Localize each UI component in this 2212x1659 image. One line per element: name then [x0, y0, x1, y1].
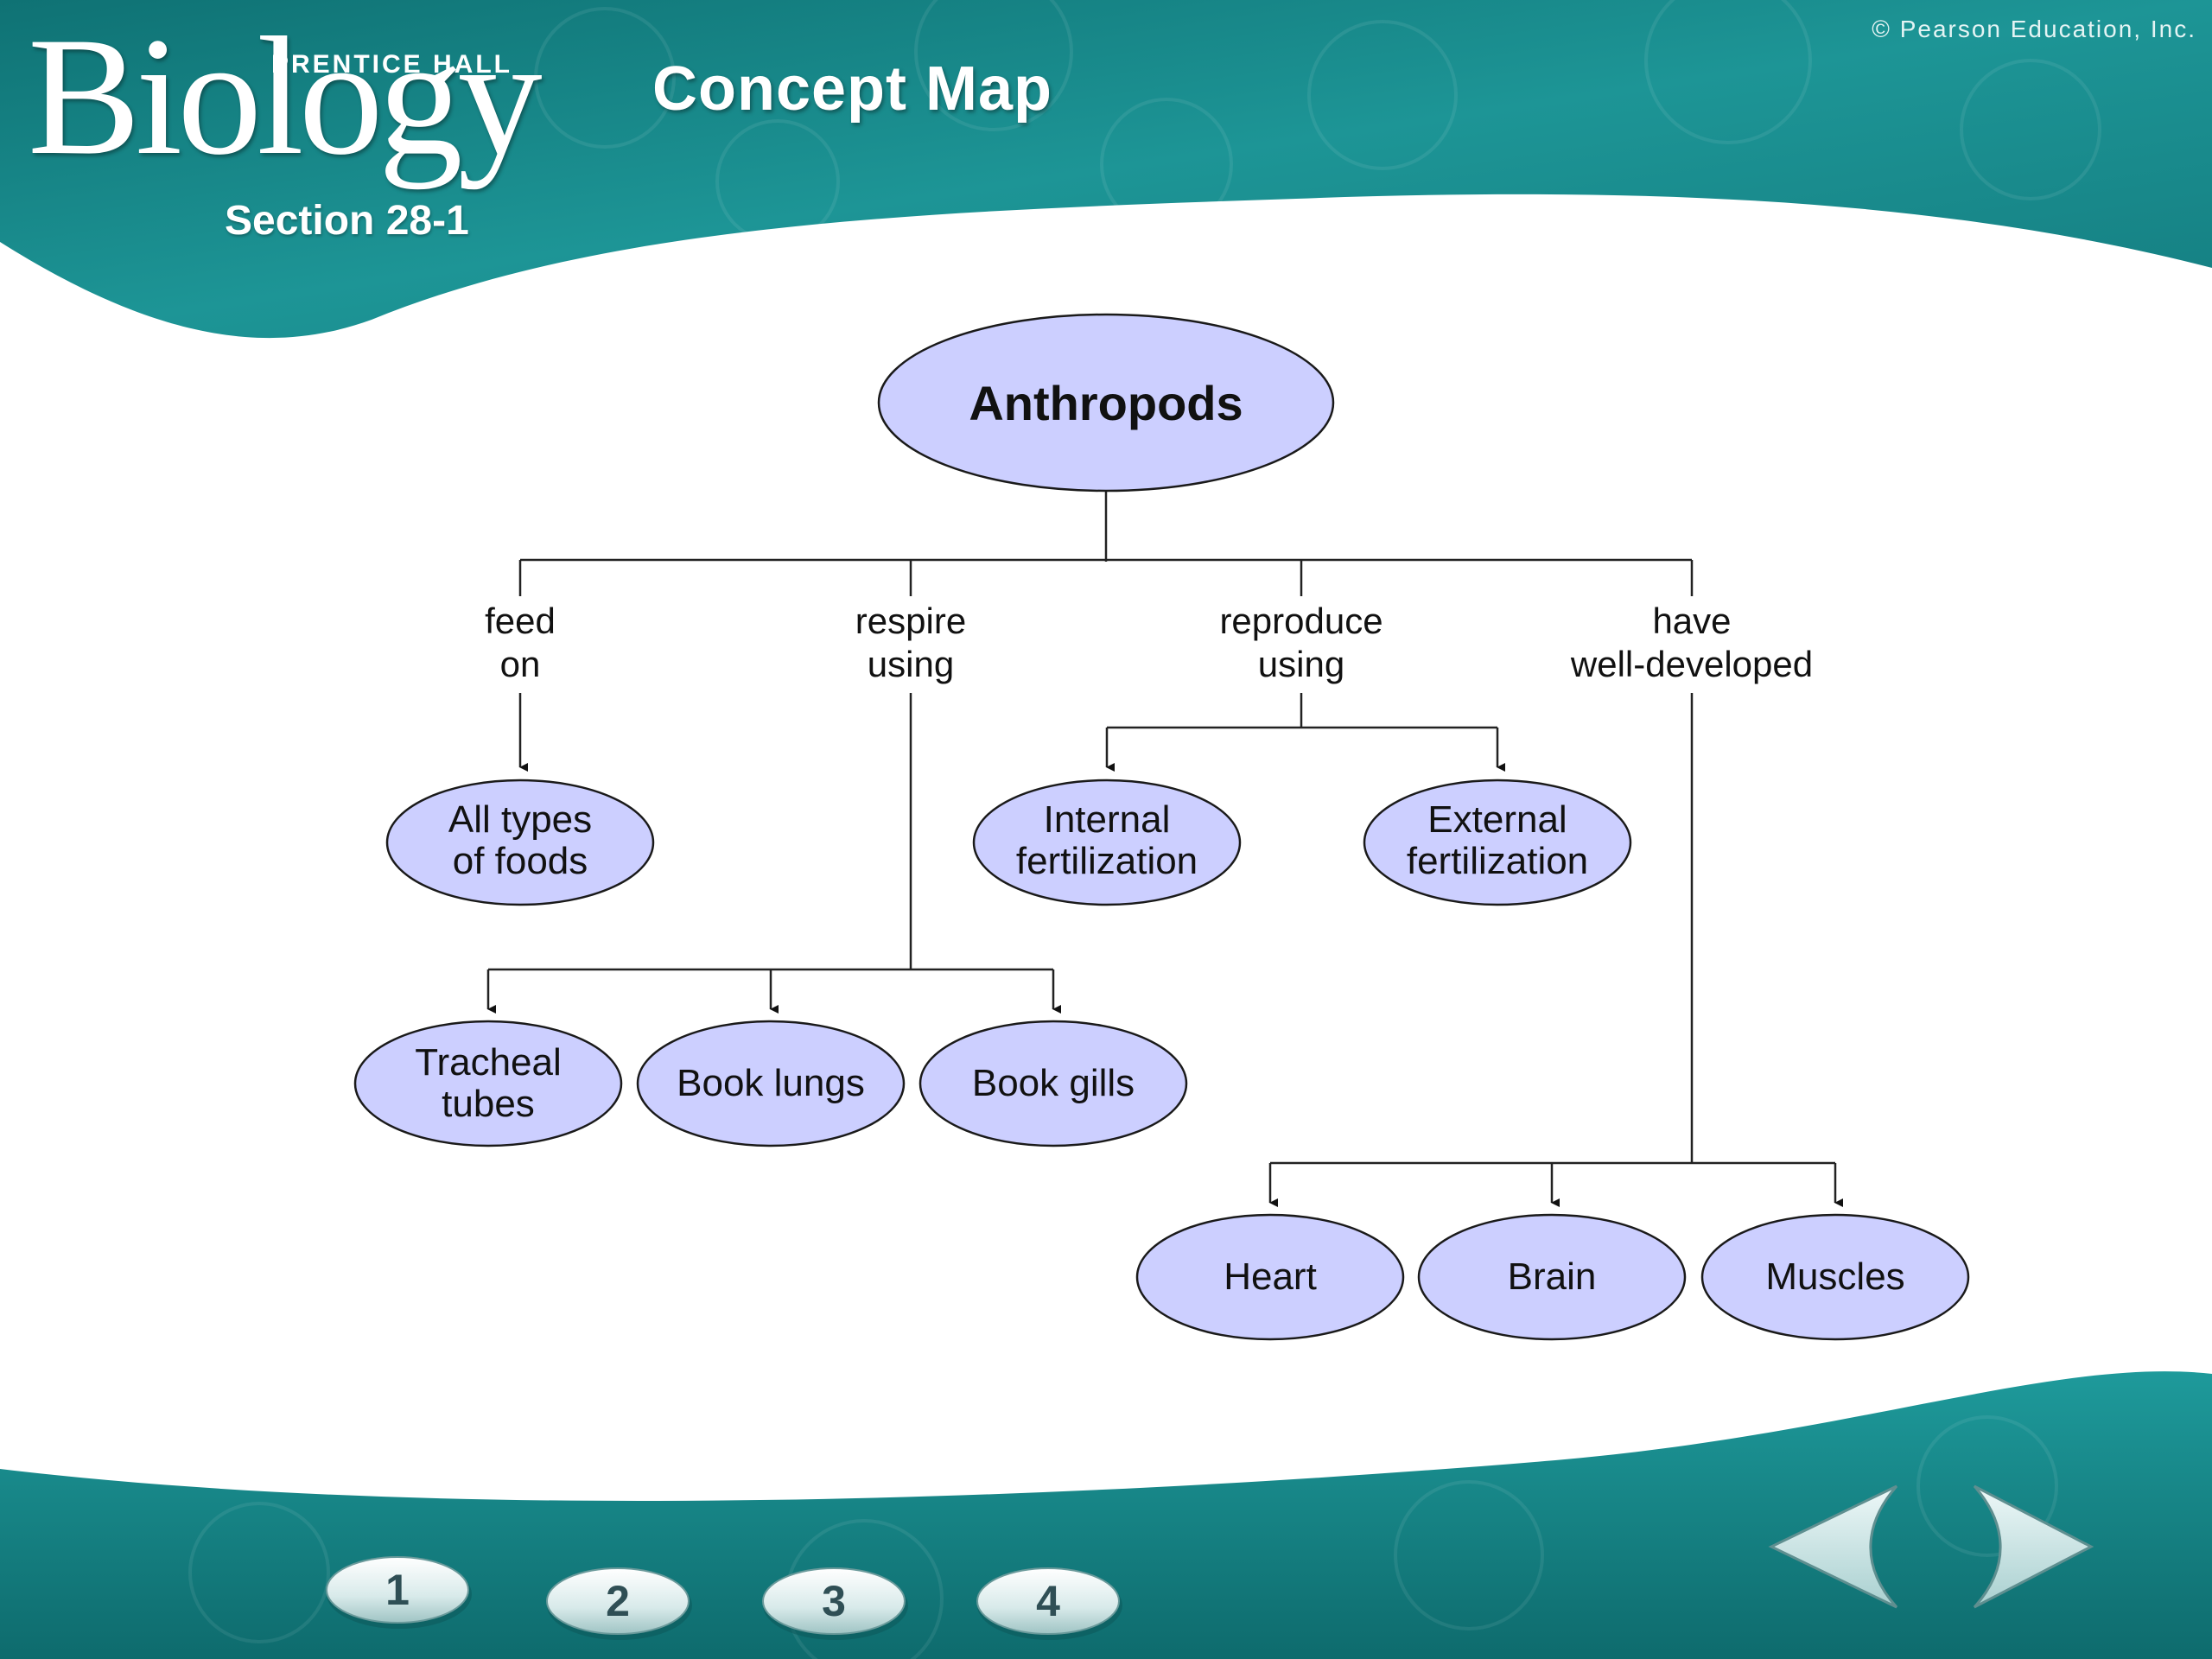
link-feed-on-line1: feed — [485, 601, 556, 641]
triangle-right-icon — [1973, 1484, 2094, 1609]
node-anthropods-label: Anthropods — [969, 376, 1243, 430]
node-external-line2: fertilization — [1407, 840, 1588, 882]
link-reproduce-using-line2: using — [1258, 644, 1344, 684]
node-internal-line2: fertilization — [1016, 840, 1198, 882]
link-reproduce-using-line1: reproduce — [1219, 601, 1382, 641]
link-have-well-developed: have well-developed — [1570, 601, 1813, 684]
node-book-lungs-label: Book lungs — [677, 1062, 865, 1104]
node-external-fertilization: External fertilization — [1363, 779, 1632, 906]
biology-logo: Biology — [28, 3, 543, 190]
publisher-label: PRENTICE HALL — [271, 50, 512, 79]
page-button-2[interactable]: 2 — [546, 1567, 692, 1640]
node-book-gills-label: Book gills — [972, 1062, 1135, 1104]
node-foods-line2: of foods — [453, 840, 588, 882]
node-heart-label: Heart — [1224, 1255, 1317, 1298]
link-respire-using-line2: using — [868, 644, 954, 684]
node-foods-line1: All types — [448, 798, 592, 841]
link-respire-using-line1: respire — [855, 601, 966, 641]
node-muscles-label: Muscles — [1765, 1255, 1904, 1298]
node-heart: Heart — [1135, 1213, 1405, 1341]
forward-button[interactable] — [1973, 1484, 2094, 1609]
page-title: Concept Map — [652, 54, 1053, 124]
node-book-lungs: Book lungs — [636, 1020, 906, 1147]
back-button[interactable] — [1768, 1484, 1898, 1609]
page-button-1-label: 1 — [385, 1566, 410, 1614]
link-reproduce-using: reproduce using — [1219, 601, 1382, 684]
link-respire-using: respire using — [855, 601, 966, 684]
node-tracheal-tubes: Tracheal tubes — [353, 1020, 623, 1147]
page-button-3[interactable]: 3 — [762, 1567, 908, 1640]
connectors — [486, 491, 1843, 1207]
page-button-1[interactable]: 1 — [326, 1556, 472, 1629]
triangle-left-icon — [1768, 1484, 1898, 1609]
header-band — [0, 0, 2212, 339]
node-muscles: Muscles — [1700, 1213, 1970, 1341]
page-button-4[interactable]: 4 — [976, 1567, 1122, 1640]
link-have-well-developed-line1: have — [1652, 601, 1731, 641]
page-button-3-label: 3 — [822, 1577, 846, 1625]
node-tracheal-line1: Tracheal — [415, 1041, 562, 1084]
node-external-line1: External — [1427, 798, 1567, 841]
node-brain-label: Brain — [1508, 1255, 1597, 1298]
node-tracheal-line2: tubes — [442, 1083, 535, 1125]
node-all-types-of-foods: All types of foods — [385, 779, 655, 906]
page-button-4-label: 4 — [1036, 1577, 1060, 1625]
link-feed-on: feed on — [485, 601, 556, 684]
link-have-well-developed-line2: well-developed — [1570, 644, 1813, 684]
node-book-gills: Book gills — [918, 1020, 1188, 1147]
section-label: Section 28-1 — [225, 198, 469, 244]
node-brain: Brain — [1417, 1213, 1687, 1341]
copyright-notice: © Pearson Education, Inc. — [1872, 16, 2196, 42]
node-anthropods: Anthropods — [877, 313, 1335, 493]
node-internal-fertilization: Internal fertilization — [972, 779, 1242, 906]
link-feed-on-line2: on — [500, 644, 541, 684]
node-internal-line1: Internal — [1044, 798, 1171, 841]
page-button-2-label: 2 — [606, 1577, 630, 1625]
